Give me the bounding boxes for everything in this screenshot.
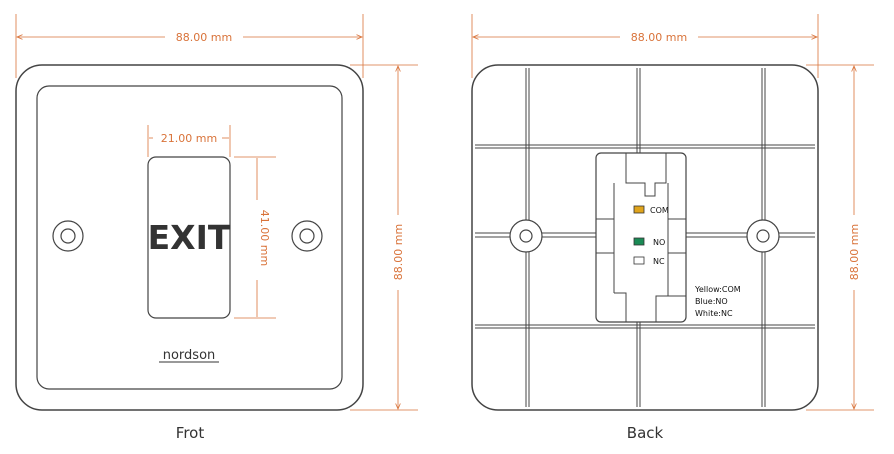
button-height-dimension: 41.00 mm bbox=[234, 156, 276, 319]
back-width-dimension: 88.00 mm bbox=[471, 14, 819, 78]
terminal-nc-label: NC bbox=[653, 257, 665, 266]
back-view: COM NO NC Yellow:COM Blue:NO White:NC 88… bbox=[471, 14, 874, 442]
back-height-label: 88.00 mm bbox=[848, 224, 861, 280]
switch-module bbox=[595, 152, 687, 323]
exit-button-text: EXIT bbox=[148, 218, 231, 257]
terminal-no-label: NO bbox=[653, 238, 665, 247]
button-width-dimension: 21.00 mm bbox=[147, 125, 231, 157]
back-screw-hole-left bbox=[509, 219, 543, 253]
front-caption: Frot bbox=[176, 424, 205, 442]
exit-button bbox=[147, 156, 231, 319]
terminal-no-swatch bbox=[633, 237, 645, 246]
wiring-legend-yellow: Yellow:COM bbox=[694, 285, 741, 294]
terminal-com-swatch bbox=[633, 205, 645, 214]
back-screw-hole-right bbox=[746, 219, 780, 253]
back-height-dimension: 88.00 mm bbox=[806, 64, 874, 411]
front-height-label: 88.00 mm bbox=[392, 224, 405, 280]
wiring-legend-blue: Blue:NO bbox=[695, 297, 728, 306]
back-width-label: 88.00 mm bbox=[631, 31, 687, 44]
switch-module-outline bbox=[595, 153, 687, 322]
button-width-label: 21.00 mm bbox=[161, 132, 217, 145]
terminal-nc-swatch bbox=[633, 256, 645, 265]
screw-hole-right bbox=[291, 220, 323, 252]
front-width-label: 88.00 mm bbox=[176, 31, 232, 44]
front-width-dimension: 88.00 mm bbox=[15, 14, 364, 78]
screw-hole-left bbox=[52, 220, 84, 252]
front-height-dimension: 88.00 mm bbox=[350, 64, 418, 411]
button-height-label: 41.00 mm bbox=[258, 210, 271, 266]
terminal-com-label: COM bbox=[650, 206, 669, 215]
back-caption: Back bbox=[627, 424, 664, 442]
brand-logo: nordson bbox=[163, 348, 216, 363]
front-view: EXIT nordson 88.00 mm 21.00 mm 41.00 mm bbox=[15, 14, 418, 442]
wiring-legend-white: White:NC bbox=[695, 309, 733, 318]
